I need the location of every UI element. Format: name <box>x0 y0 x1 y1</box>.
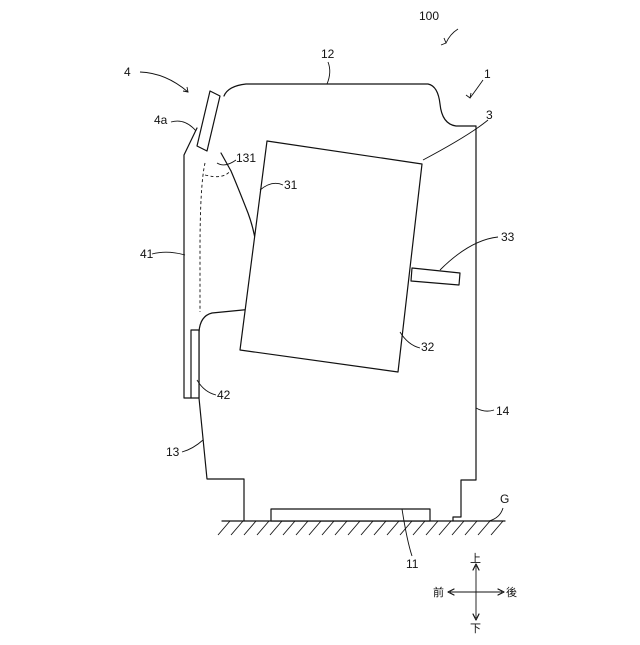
label-3: 3 <box>486 108 493 122</box>
ground-hatch-line <box>478 521 490 535</box>
ground-hatch-line <box>465 521 477 535</box>
ground-hatch-line <box>348 521 360 535</box>
label-32: 32 <box>421 340 435 354</box>
label-12: 12 <box>321 47 335 61</box>
ground-hatch-line <box>322 521 334 535</box>
ground-hatch-line <box>296 521 308 535</box>
ground-hatch-line <box>491 521 503 535</box>
label-4a: 4a <box>154 113 168 127</box>
ground-hatch-line <box>452 521 464 535</box>
ground-hatch-line <box>244 521 256 535</box>
base-11 <box>271 509 430 521</box>
label-13: 13 <box>166 445 180 459</box>
ground-hatch-line <box>413 521 425 535</box>
ground-hatch-line <box>257 521 269 535</box>
front-flap-4 <box>197 91 220 151</box>
ground-hatch-line <box>231 521 243 535</box>
ground-hatch-line <box>335 521 347 535</box>
direction-back: 後 <box>506 585 517 599</box>
label-31: 31 <box>284 178 298 192</box>
label-33: 33 <box>501 230 515 244</box>
inner-frame-131 <box>200 163 231 312</box>
ground-hatch-line <box>374 521 386 535</box>
label-41: 41 <box>140 247 154 261</box>
direction-front: 前 <box>433 585 444 599</box>
ground-hatch-line <box>439 521 451 535</box>
label-14: 14 <box>496 404 510 418</box>
label-131: 131 <box>236 151 256 165</box>
label-42: 42 <box>217 388 231 402</box>
label-100: 100 <box>419 9 439 23</box>
ground-hatch-line <box>283 521 295 535</box>
label-4: 4 <box>124 65 131 79</box>
handle-33 <box>411 268 460 285</box>
unit-3 <box>240 141 422 372</box>
ground-hatch-line <box>309 521 321 535</box>
ground-hatch-line <box>426 521 438 535</box>
ground-hatch-line <box>270 521 282 535</box>
lower-panel-42 <box>191 330 199 398</box>
label-G: G <box>500 492 509 506</box>
ground-hatch-line <box>361 521 373 535</box>
direction-down: 下 <box>470 622 481 635</box>
label-11: 11 <box>406 557 419 571</box>
ground-hatch-line <box>218 521 230 535</box>
ground <box>218 521 505 535</box>
direction-indicator: 上 下 前 後 <box>433 552 517 635</box>
direction-up: 上 <box>470 552 481 565</box>
ground-hatch-line <box>387 521 399 535</box>
label-1: 1 <box>484 67 491 81</box>
